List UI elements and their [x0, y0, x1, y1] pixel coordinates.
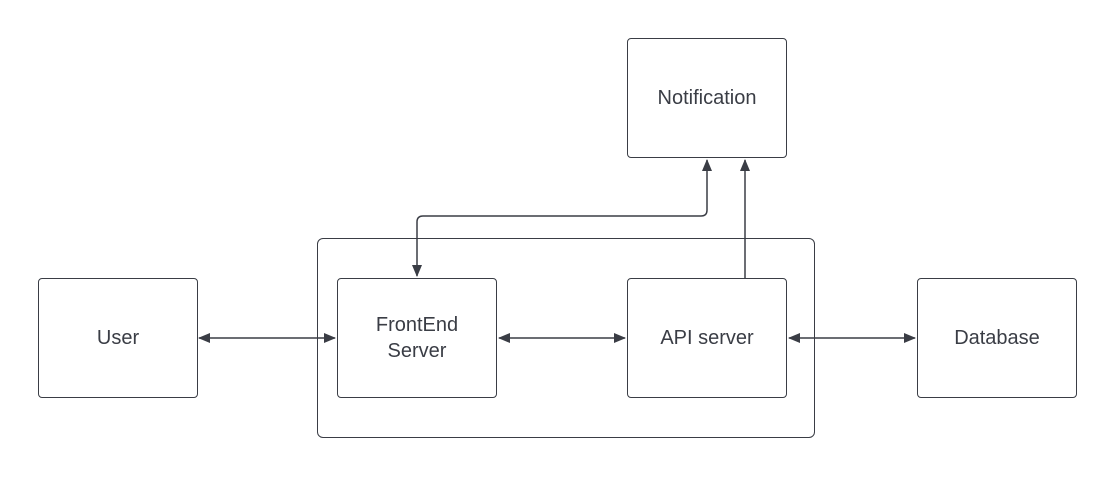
node-api-server: API server [627, 278, 787, 398]
server-group-container [317, 238, 815, 438]
node-frontend-server: FrontEnd Server [337, 278, 497, 398]
node-notification-label: Notification [657, 87, 757, 109]
node-database-label: Database [954, 327, 1040, 349]
node-notification: Notification [627, 38, 787, 158]
edge-frontend-notification [412, 159, 712, 277]
node-database: Database [917, 278, 1077, 398]
node-user: User [38, 278, 198, 398]
node-api-server-label: API server [660, 327, 754, 349]
node-frontend-server-label: FrontEnd Server [375, 314, 459, 362]
node-user-label: User [96, 327, 140, 349]
